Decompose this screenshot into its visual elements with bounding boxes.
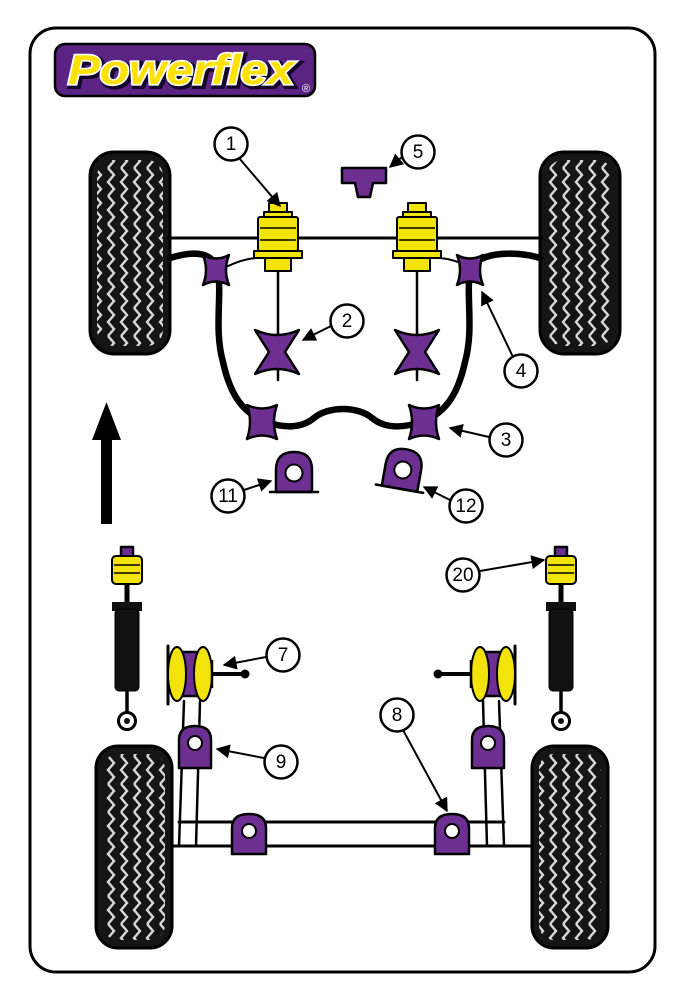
svg-text:20: 20 [452, 565, 473, 586]
callout-2: 2 [301, 303, 365, 341]
rear-right-tire [530, 744, 610, 950]
callout-9: 9 [215, 744, 299, 780]
callout-8: 8 [379, 697, 448, 813]
front-right-tire [538, 150, 622, 356]
front-left-tire [88, 150, 172, 356]
callout-3: 3 [448, 422, 524, 458]
upper-arb-bush-right [455, 253, 485, 287]
arb-clamp-bracket-left [268, 450, 320, 494]
left-trailing-arm-bushing [166, 644, 250, 706]
lower-arb-bush-right [407, 403, 441, 441]
svg-text:1: 1 [226, 134, 237, 155]
direction-arrow [92, 402, 121, 524]
callout-12: 12 [422, 486, 484, 524]
front-anti-roll-bar [166, 250, 544, 430]
callout-20: 20 [445, 555, 546, 593]
svg-text:9: 9 [276, 752, 287, 773]
left-arm-front-mount [177, 724, 213, 770]
right-arm-front-mount [470, 724, 506, 770]
callout-4: 4 [481, 290, 539, 389]
front-suspension-section: 1 5 2 4 3 11 12 [88, 126, 622, 524]
logo-registered-mark: ® [302, 83, 310, 95]
left-rear-shock [111, 545, 143, 731]
callout-11: 11 [210, 478, 273, 514]
logo-text: Powerflex [68, 46, 296, 93]
lower-mount-bush-left [253, 328, 301, 376]
svg-text:8: 8 [392, 705, 403, 726]
rear-beam-mount-left [230, 812, 268, 856]
left-engine-mount [253, 202, 303, 272]
svg-text:2: 2 [342, 311, 353, 332]
upper-arb-bush-left [201, 253, 231, 287]
lower-arb-bush-left [245, 403, 279, 441]
gearbox-mount-insert [340, 166, 388, 199]
svg-text:3: 3 [501, 430, 512, 451]
callout-5: 5 [388, 134, 436, 170]
lower-mount-bush-right [393, 328, 441, 376]
arb-clamp-bracket-right [374, 447, 425, 495]
svg-text:12: 12 [455, 496, 476, 517]
right-engine-mount [392, 202, 442, 272]
logo-background [53, 42, 317, 98]
rear-beam-mount-right [433, 812, 471, 856]
right-rear-shock [545, 545, 577, 731]
svg-text:7: 7 [278, 645, 289, 666]
callout-7: 7 [222, 637, 301, 673]
right-trailing-arm-bushing [433, 644, 517, 706]
svg-text:11: 11 [218, 486, 238, 507]
callout-1: 1 [213, 126, 281, 208]
svg-text:4: 4 [516, 361, 527, 382]
svg-text:5: 5 [413, 142, 424, 163]
rear-suspension-section: 20 7 9 8 [94, 545, 610, 950]
rear-left-tire [94, 744, 174, 950]
powerflex-logo: Powerflex Powerflex ® [53, 42, 317, 98]
logo-text-shadow: Powerflex [70, 48, 298, 95]
